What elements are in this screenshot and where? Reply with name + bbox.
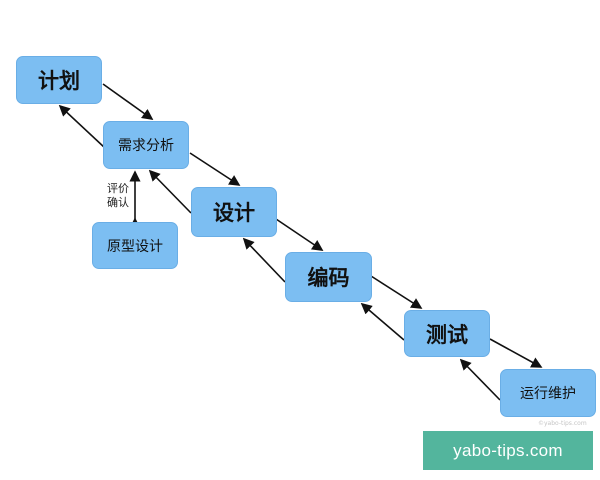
arrow-plan-to-requirements	[102, 83, 154, 120]
arrow-coding-back-to-design	[242, 237, 286, 283]
node-prototype-design: 原型设计	[92, 222, 178, 269]
node-operations-maintenance: 运行维护	[500, 369, 596, 417]
arrow-design-to-coding	[275, 218, 324, 251]
node-plan-label: 计划	[38, 69, 80, 93]
arrow-operations-back-to-testing	[459, 358, 501, 401]
node-prototype-label: 原型设计	[107, 238, 163, 255]
arrow-testing-back-to-coding	[360, 302, 405, 341]
arrow-requirements-to-design	[189, 152, 241, 186]
evaluate-confirm-label: 评价 确认	[104, 182, 132, 210]
arrow-testing-to-operations	[489, 338, 543, 368]
node-design-label: 设计	[213, 201, 255, 225]
node-coding-label: 编码	[307, 266, 350, 290]
confirm-label: 确认	[107, 196, 129, 209]
arrow-coding-to-testing	[370, 275, 423, 309]
faint-watermark: ©yabo-tips.com	[538, 420, 587, 427]
node-design: 设计	[191, 187, 277, 237]
arrow-design-back-to-requirements	[148, 169, 192, 214]
node-coding: 编码	[285, 252, 372, 302]
site-watermark-text: yabo-tips.com	[453, 440, 563, 460]
node-requirements-label: 需求分析	[118, 138, 174, 154]
evaluate-label: 评价	[107, 182, 129, 195]
site-watermark-banner: yabo-tips.com	[423, 431, 593, 470]
node-testing: 测试	[404, 310, 490, 357]
arrow-requirements-back-to-plan	[58, 104, 106, 149]
node-requirements-analysis: 需求分析	[103, 121, 189, 169]
node-plan: 计划	[16, 56, 102, 104]
node-testing-label: 测试	[426, 322, 468, 347]
node-operations-label: 运行维护	[520, 386, 576, 402]
